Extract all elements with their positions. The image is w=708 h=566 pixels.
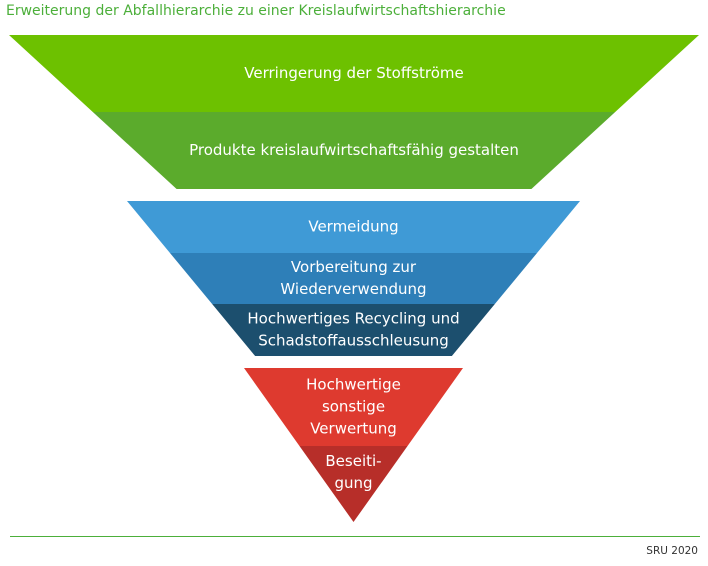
layer-4-label-line: Wiederverwendung <box>280 280 426 298</box>
layer-2-shape <box>92 112 616 189</box>
layer-6-shape <box>244 368 463 446</box>
layer-1-label-line: Verringerung der Stoffströme <box>244 64 463 82</box>
layer-7-label-line: Beseiti- <box>325 452 381 470</box>
source-label: SRU 2020 <box>646 545 698 557</box>
layer-5-label-line: Hochwertiges Recycling und <box>247 310 459 328</box>
layer-4-label-line: Vorbereitung zur <box>291 258 417 276</box>
group-circular-economy: Verringerung der Stoffströme Produkte kr… <box>9 35 699 189</box>
layer-2-label: Produkte kreislaufwirtschaftsfähig gesta… <box>189 141 519 159</box>
layer-3-label-line: Vermeidung <box>308 218 398 236</box>
footer-divider <box>10 536 700 537</box>
layer-7-label-line: gung <box>334 474 372 492</box>
layer-7-label: Beseiti-gung <box>325 452 381 492</box>
layer-5-shape <box>212 304 495 356</box>
layer-6-label-line: Hochwertige <box>306 376 401 394</box>
layer-6-label-line: sonstige <box>322 398 385 416</box>
layer-3-label: Vermeidung <box>308 218 398 236</box>
layer-4-shape <box>169 253 538 304</box>
diagram-title: Erweiterung der Abfallhierarchie zu eine… <box>6 3 506 19</box>
layer-6-label-line: Verwertung <box>310 420 397 438</box>
layer-5-label-line: Schadstoffausschleusung <box>258 332 449 350</box>
layer-7-shape <box>299 446 408 522</box>
layer-2-label-line: Produkte kreislaufwirtschaftsfähig gesta… <box>189 141 519 159</box>
layer-1-label: Verringerung der Stoffströme <box>244 64 463 82</box>
layer-3-shape <box>127 201 580 253</box>
layer-1-shape <box>9 35 699 112</box>
